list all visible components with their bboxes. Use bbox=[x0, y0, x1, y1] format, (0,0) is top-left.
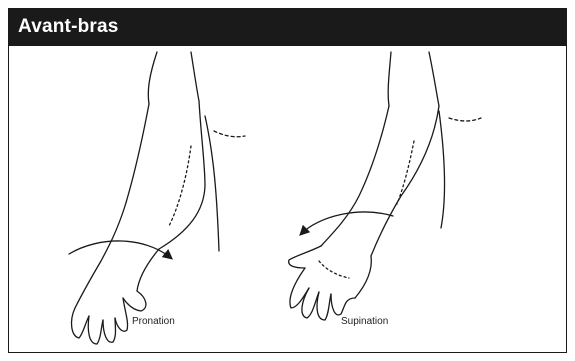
pronation-arm bbox=[69, 52, 245, 344]
supination-arm bbox=[289, 52, 481, 320]
figure-title: Avant-bras bbox=[18, 16, 119, 38]
pronation-label: Pronation bbox=[132, 316, 175, 327]
supination-label: Supination bbox=[341, 316, 388, 327]
figure-header: Avant-bras bbox=[9, 9, 566, 46]
forearm-illustration bbox=[9, 46, 566, 352]
figure-frame: Avant-bras bbox=[8, 8, 567, 353]
